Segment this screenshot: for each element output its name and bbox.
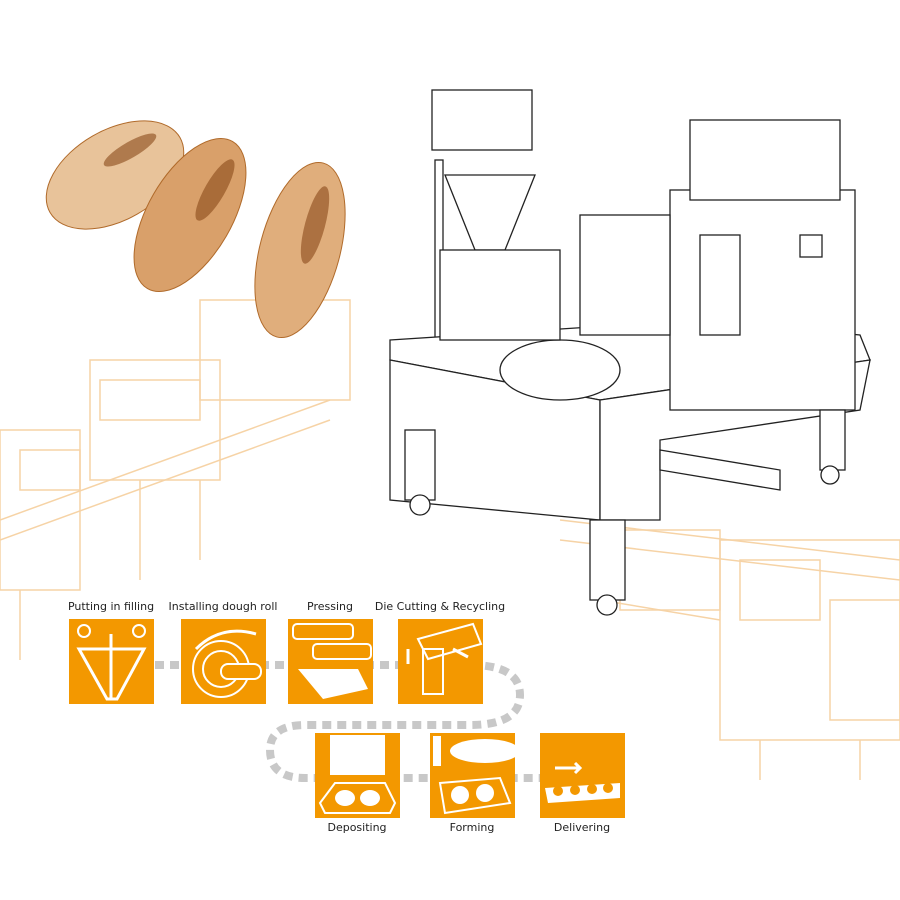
step-7-box	[540, 733, 625, 818]
step-7-label: Delivering	[553, 821, 611, 834]
pressing-rollers-icon	[292, 623, 372, 699]
step-5-label: Depositing	[327, 821, 387, 834]
dough-roll-icon	[192, 629, 262, 698]
step-6-label: Forming	[449, 821, 495, 834]
step-1-label: Putting in filling	[67, 600, 155, 613]
delivering-icon	[545, 761, 620, 803]
step-2-label: Installing dough roll	[168, 600, 278, 613]
forming-icon	[433, 736, 520, 815]
depositing-icon	[318, 735, 397, 814]
step-5-box	[315, 733, 400, 818]
die-cutting-icon	[406, 622, 483, 695]
step-4-label: Die Cutting & Recycling	[374, 600, 506, 613]
step-4-box	[398, 619, 483, 704]
step-6-box	[430, 733, 520, 818]
step-3-box	[288, 619, 373, 704]
step-2-box	[181, 619, 266, 704]
filling-hopper-icon	[76, 624, 147, 701]
step-1-box	[69, 619, 154, 704]
step-3-label: Pressing	[307, 600, 353, 613]
